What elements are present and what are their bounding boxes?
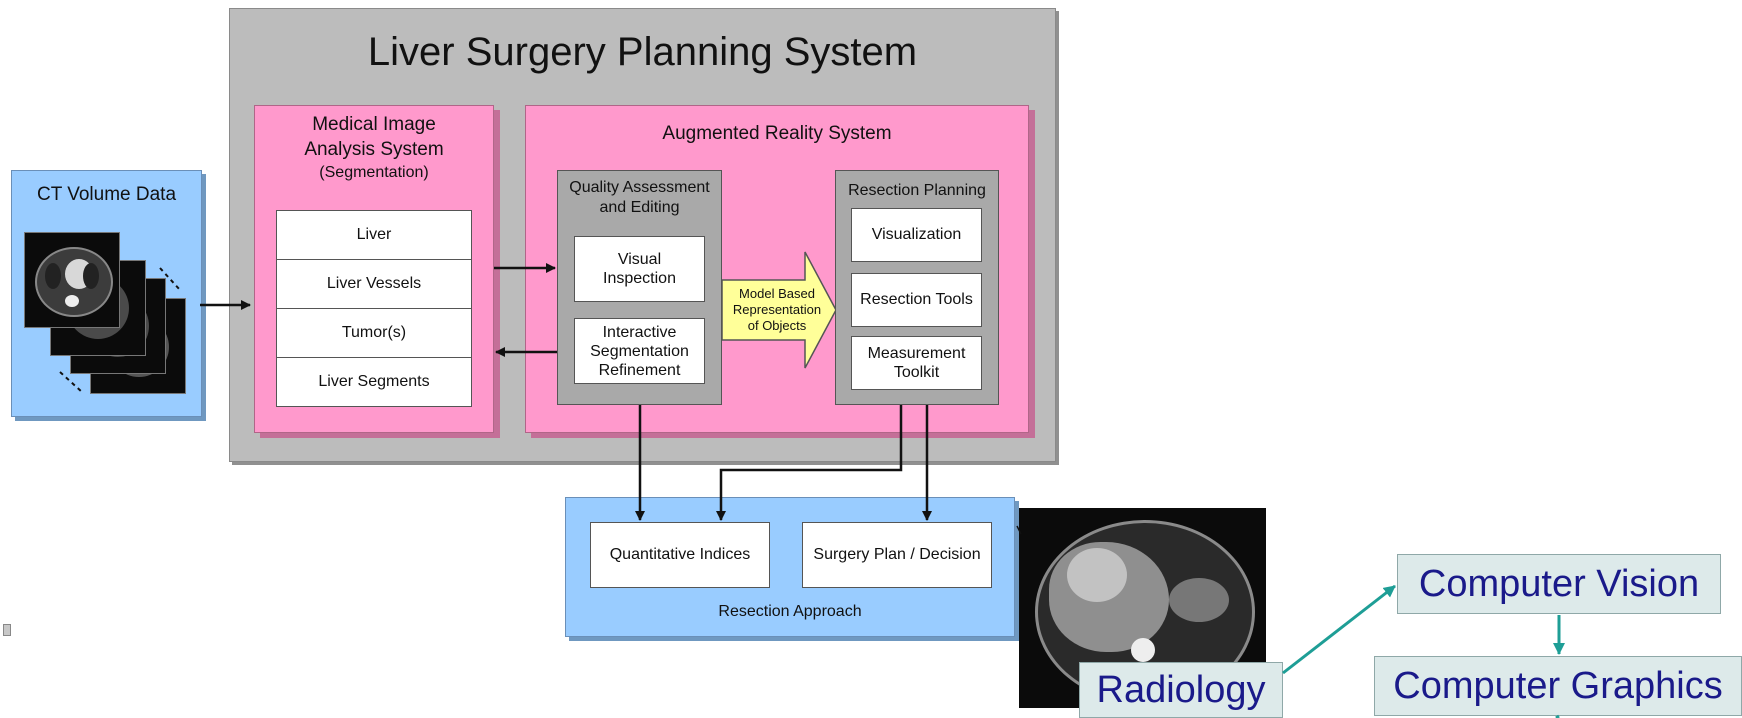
mias-subtitle: (Segmentation) <box>319 164 429 181</box>
small-marker <box>3 624 11 636</box>
rp-title: Resection Planning <box>848 182 986 199</box>
resection-tools-item: Resection Tools <box>851 273 982 327</box>
mias-item: Liver Segments <box>276 357 472 407</box>
ct-slice-image <box>24 232 120 328</box>
resection-approach-label: Resection Approach <box>718 603 862 620</box>
quantitative-indices-item: Quantitative Indices <box>590 522 770 588</box>
qa-title: Quality Assessment and Editing <box>569 179 710 216</box>
mias-item: Tumor(s) <box>276 308 472 358</box>
computer-graphics-tag: Computer Graphics <box>1374 656 1742 716</box>
segmentation-refinement-item: Interactive Segmentation Refinement <box>574 318 705 384</box>
ct-volume-label: CT Volume Data <box>36 184 177 205</box>
model-representation-arrow <box>721 251 837 369</box>
mias-item: Liver Vessels <box>276 259 472 309</box>
model-representation-label: Model Based Representation of Objects <box>732 286 822 333</box>
page-title: Liver Surgery Planning System <box>367 29 918 74</box>
computer-vision-tag: Computer Vision <box>1397 554 1721 614</box>
mias-title: Medical Image Analysis System <box>304 114 444 160</box>
radiology-tag: Radiology <box>1079 662 1283 718</box>
surgery-plan-item: Surgery Plan / Decision <box>802 522 992 588</box>
visualization-item: Visualization <box>851 208 982 262</box>
ar-title: Augmented Reality System <box>662 123 892 144</box>
measurement-toolkit-item: Measurement Toolkit <box>851 336 982 390</box>
visual-inspection-item: Visual Inspection <box>574 236 705 302</box>
mias-item: Liver <box>276 210 472 260</box>
